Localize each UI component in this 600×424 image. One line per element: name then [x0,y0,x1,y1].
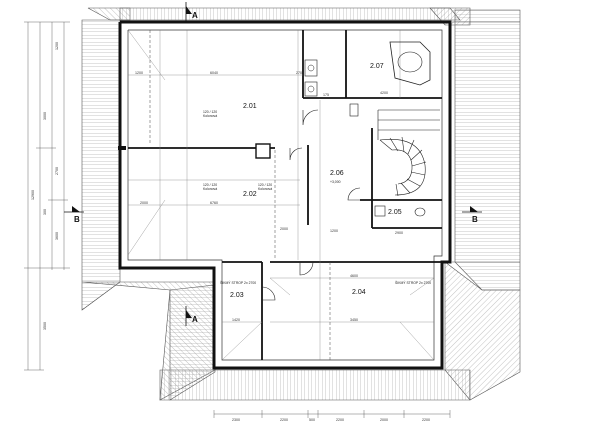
svg-text:B: B [74,215,80,224]
stair [377,109,440,197]
svg-text:12900: 12900 [31,190,35,200]
room-2-07-label: 2.07 [370,63,384,70]
inner-dims: 1200 6040 270 175 4200 2000 6760 2000 46… [135,71,403,322]
svg-text:2200: 2200 [280,418,288,422]
room-labels: 2.01 2.02 2.03 2.04 2.05 2.06 2.07 [230,63,402,299]
note-stropni-203: ŠIKMÝ STROP 2x 2700 [220,280,256,285]
note-kolo-202a: 120 / 120 [203,183,217,187]
room-2-02-label: 2.02 [243,191,257,198]
svg-text:4600: 4600 [350,274,358,278]
doors [261,109,361,301]
inner-dimension-lines [127,29,435,361]
note-level-206: +3,000 [330,180,341,184]
svg-text:A: A [192,315,198,324]
room-2-05-label: 2.05 [388,209,402,216]
toilet [349,103,426,217]
svg-text:6040: 6040 [210,71,218,75]
svg-text:2700: 2700 [55,167,59,175]
svg-text:2000: 2000 [140,201,148,205]
svg-text:1200: 1200 [135,71,143,75]
bathtub [389,41,431,86]
svg-text:3600: 3600 [55,232,59,240]
svg-text:4200: 4200 [380,91,388,95]
svg-text:2900: 2900 [395,231,403,235]
svg-text:1200: 1200 [55,42,59,50]
svg-text:2200: 2200 [336,418,344,422]
note-kolo-202d: Kolonová [258,187,272,191]
svg-text:300: 300 [43,209,47,215]
svg-text:1200: 1200 [330,229,338,233]
room-2-01-label: 2.01 [243,103,257,110]
svg-text:1420: 1420 [232,318,240,322]
note-kolo-201: 120 / 120 [203,110,217,114]
note-kolo-201b: Kolonová [203,114,217,118]
svg-text:3500: 3500 [43,322,47,330]
svg-text:175: 175 [323,93,329,97]
svg-text:270: 270 [296,71,302,75]
exterior-walls [118,20,452,370]
roof-outline [81,7,521,401]
bottom-dimension-chain [213,410,451,418]
note-kolo-202b: Kolonová [203,187,217,191]
section-marker-a-bottom: A [185,306,198,326]
chimney [255,143,271,159]
svg-text:500: 500 [309,418,315,422]
svg-text:3000: 3000 [43,112,47,120]
section-marker-a-top: A [185,2,198,22]
section-marker-b-left: B [64,206,84,224]
svg-text:2000: 2000 [280,227,288,231]
svg-text:B: B [472,215,478,224]
roof-ridges [81,21,520,311]
wall-stub [118,146,126,150]
partitions [128,30,442,360]
svg-text:3450: 3450 [350,318,358,322]
room-2-04-label: 2.04 [352,289,366,296]
washbasin [304,59,318,97]
svg-text:2300: 2300 [232,418,240,422]
svg-text:A: A [192,11,198,20]
svg-text:2000: 2000 [380,418,388,422]
room-2-06-label: 2.06 [330,170,344,177]
hidden-lines [149,30,331,360]
svg-text:2200: 2200 [422,418,430,422]
svg-text:6760: 6760 [210,201,218,205]
notes: 120 / 120 Kolonová 120 / 120 Kolonová 12… [203,110,431,285]
left-dims-text: 1200 3000 2700 300 3600 3500 12900 [31,42,59,330]
left-dimension-chain [24,21,70,371]
note-stropni-204: ŠIKMÝ STROP 2x 2700 [395,280,431,285]
section-marker-b-right: B [462,206,482,224]
bottom-dims-text: 2300 2200 500 2200 2000 2200 [232,418,430,422]
room-2-03-label: 2.03 [230,292,244,299]
note-kolo-202c: 120 / 120 [258,183,272,187]
